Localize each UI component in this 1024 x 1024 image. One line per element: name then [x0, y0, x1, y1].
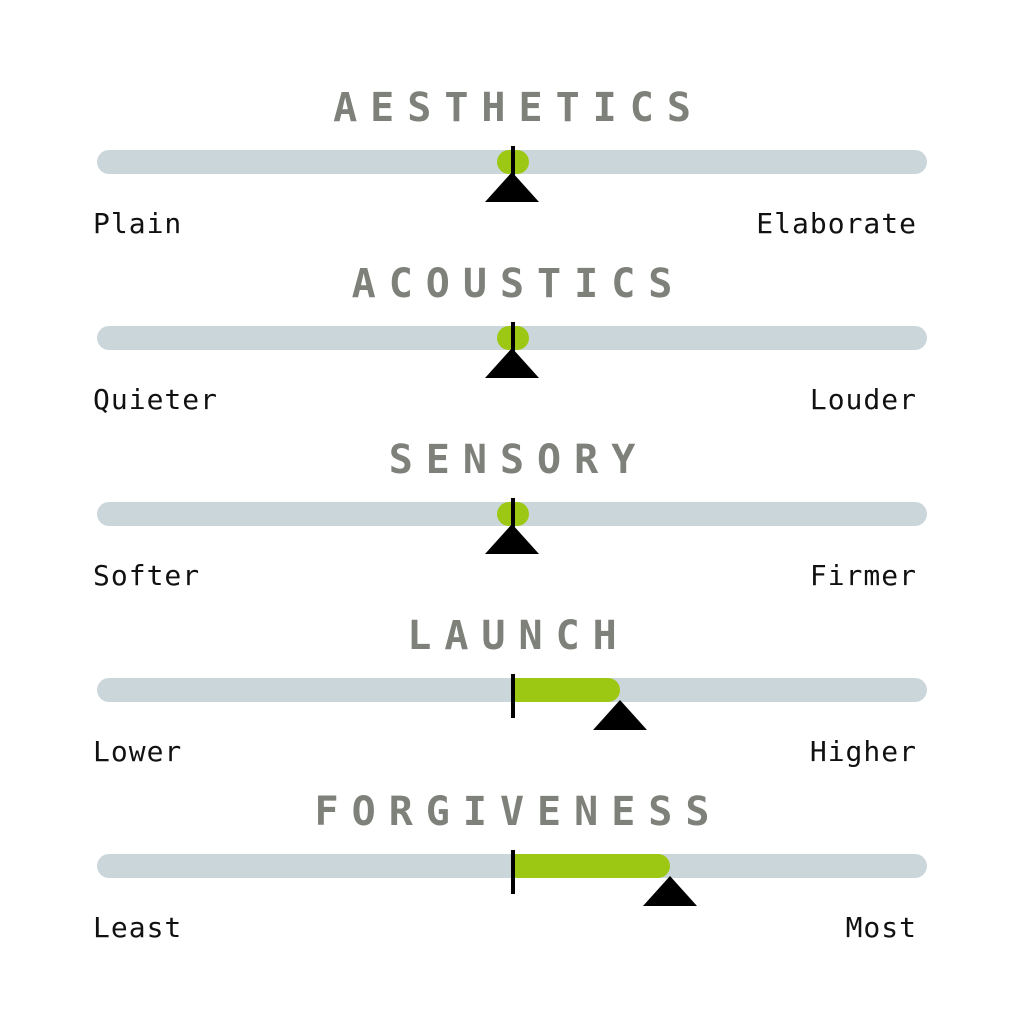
left-label: Softer [93, 559, 201, 592]
right-label: Elaborate [756, 207, 917, 240]
rating-fill [513, 854, 670, 878]
marker-triangle-icon [485, 524, 539, 554]
rating-title: ACOUSTICS [351, 261, 686, 307]
rating-launch: LAUNCH Lower Higher [0, 614, 1024, 790]
left-label: Lower [93, 735, 183, 768]
center-line [511, 498, 515, 542]
right-label: Higher [809, 735, 917, 768]
marker-triangle-icon [485, 348, 539, 378]
rating-forgiveness: FORGIVENESS Least Most [0, 790, 1024, 966]
marker-triangle-icon [592, 700, 647, 730]
rating-acoustics: ACOUSTICS Quieter Louder [0, 262, 1024, 438]
left-label: Least [93, 911, 183, 944]
right-label: Louder [809, 383, 917, 416]
rating-title: LAUNCH [407, 613, 630, 659]
marker-triangle-icon [642, 876, 697, 906]
center-line [511, 146, 515, 190]
rating-title: SENSORY [388, 437, 649, 483]
rating-sensory: SENSORY Softer Firmer [0, 438, 1024, 614]
rating-title: AESTHETICS [333, 85, 704, 131]
marker-triangle-icon [485, 172, 539, 202]
center-line [511, 322, 515, 366]
right-label: Most [845, 911, 917, 944]
rating-aesthetics: AESTHETICS Plain Elaborate [0, 86, 1024, 262]
left-label: Quieter [93, 383, 219, 416]
rating-title: FORGIVENESS [314, 789, 723, 835]
right-label: Firmer [809, 559, 917, 592]
center-line [511, 850, 515, 894]
left-label: Plain [93, 207, 183, 240]
center-line [511, 674, 515, 718]
rating-fill [513, 678, 620, 702]
